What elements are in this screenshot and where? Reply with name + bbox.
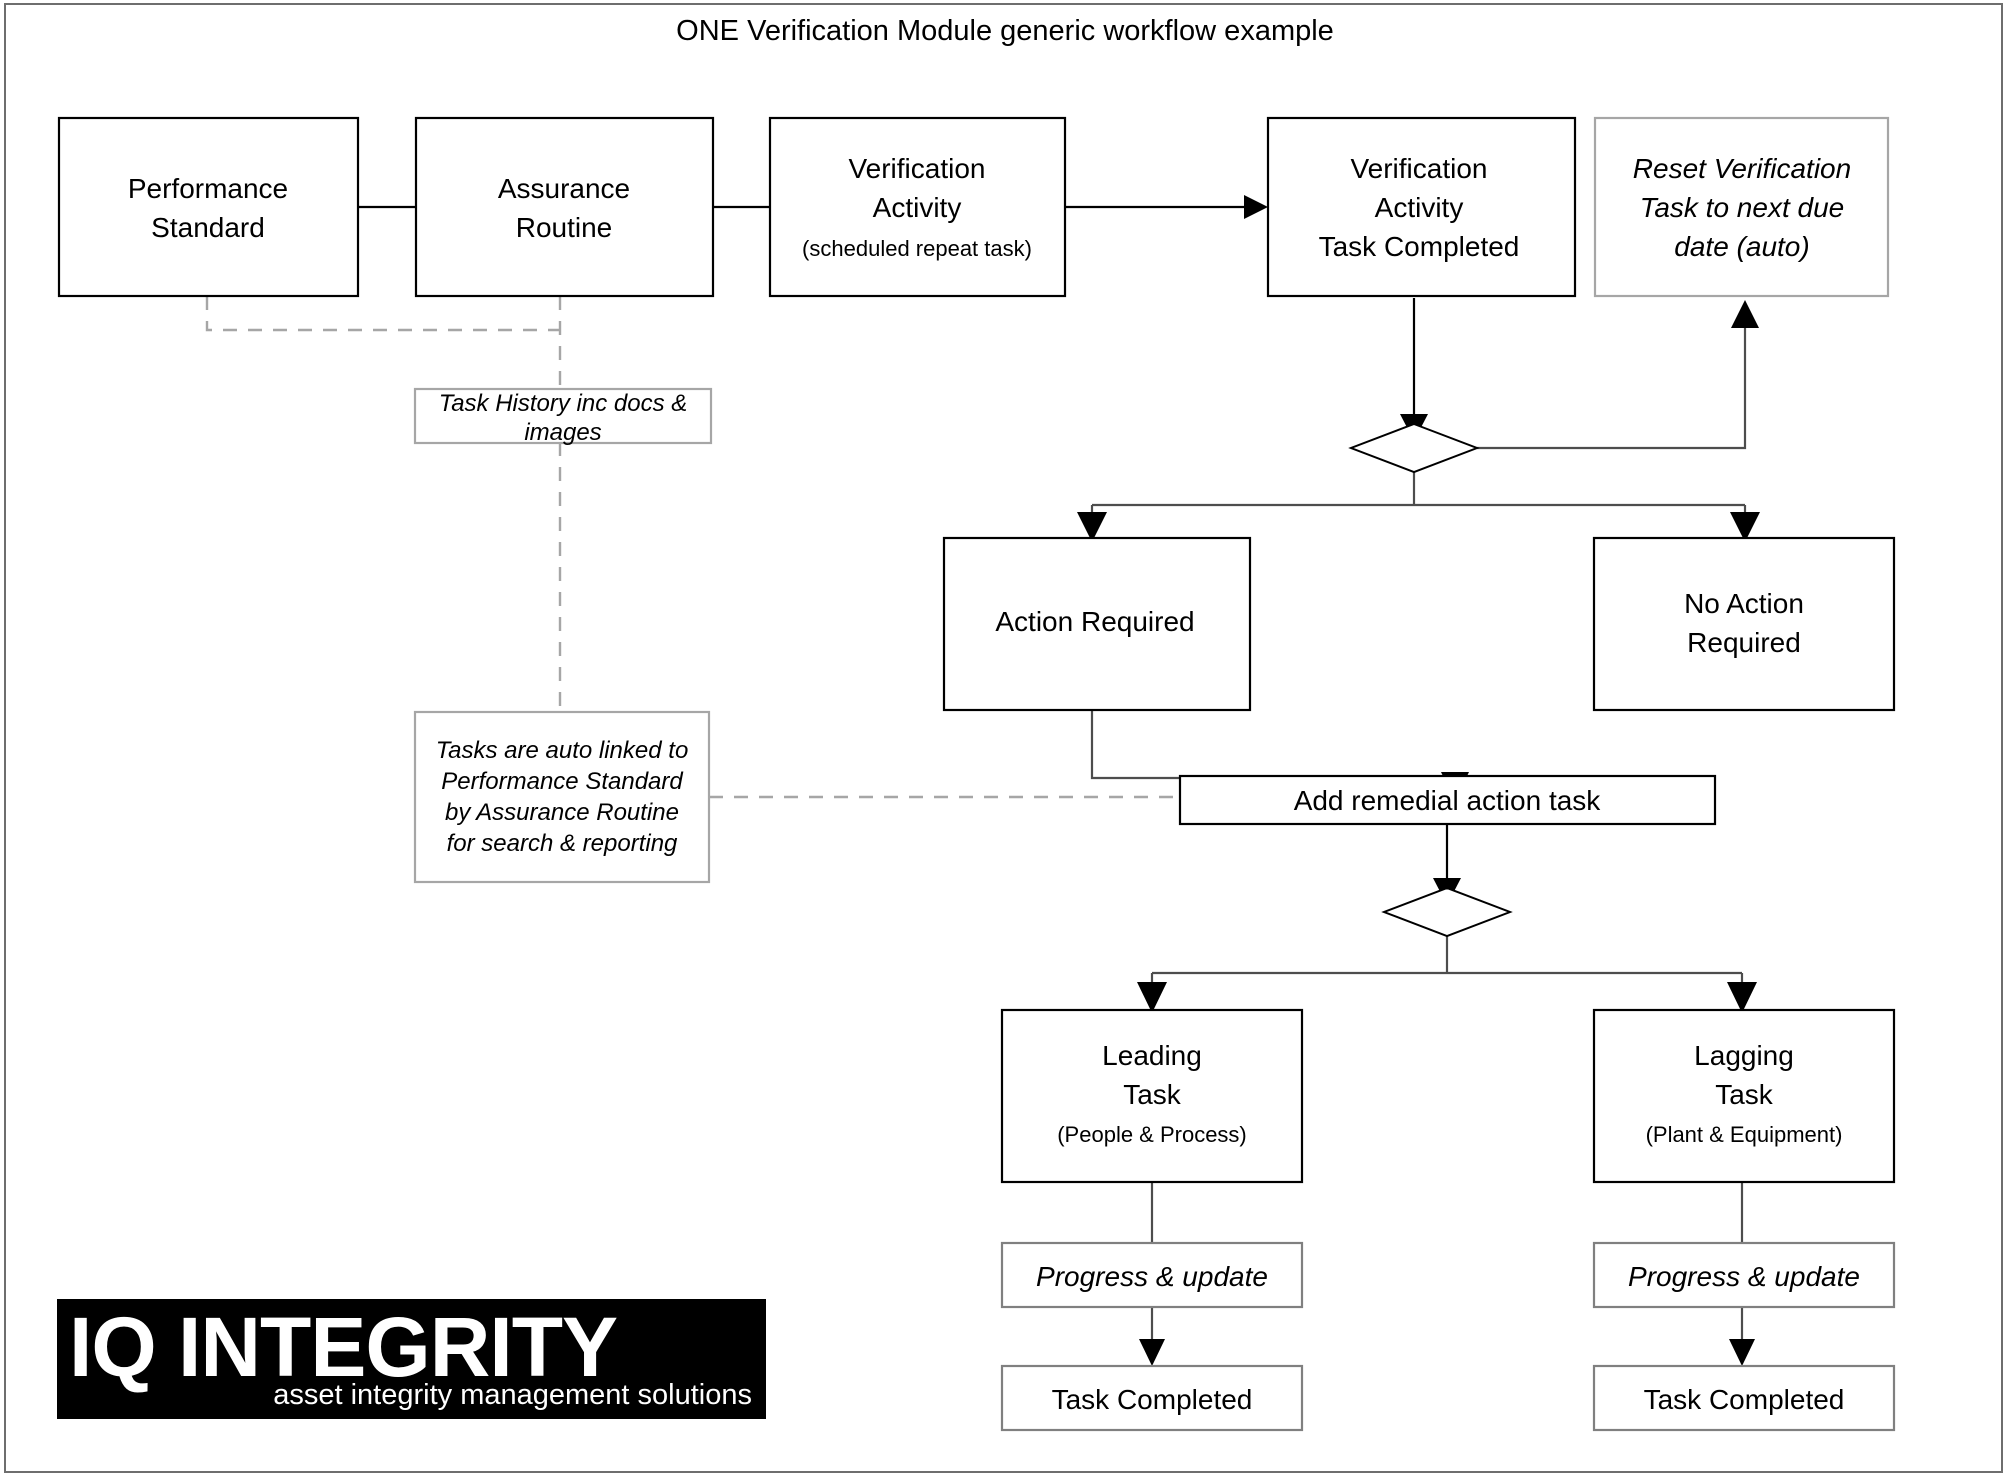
leading-task-line1: Leading	[1102, 1040, 1202, 1071]
task-history-line1: Task History inc docs &	[439, 390, 688, 417]
arrowhead-decision1-to-reset	[1731, 300, 1759, 328]
leading-completed-line1: Task Completed	[1052, 1384, 1253, 1415]
node-action-required[interactable]: Action Required	[942, 536, 1252, 712]
verification-task-completed-line2: Activity	[1375, 192, 1464, 223]
node-leading-progress[interactable]: Progress & update	[1000, 1241, 1304, 1309]
node-lagging-completed[interactable]: Task Completed	[1592, 1364, 1896, 1432]
decision-diamond-1[interactable]	[1348, 422, 1480, 474]
reset-verification-line3: date (auto)	[1674, 231, 1809, 262]
verification-activity-line1: Verification	[849, 153, 986, 184]
decision-diamond-2[interactable]	[1381, 886, 1513, 938]
node-verification-activity[interactable]: Verification Activity (scheduled repeat …	[768, 116, 1067, 298]
arrowhead-to-action-required	[1077, 512, 1107, 542]
arrowhead-va-to-vatc	[1244, 195, 1268, 219]
arrowhead-to-leading-task	[1137, 982, 1167, 1013]
auto-linked-line2: Performance Standard	[441, 768, 683, 795]
lagging-progress-line1: Progress & update	[1628, 1261, 1860, 1292]
node-assurance-routine[interactable]: Assurance Routine	[414, 116, 715, 298]
reset-verification-line2: Task to next due	[1640, 192, 1844, 223]
lagging-task-line3: (Plant & Equipment)	[1646, 1122, 1843, 1147]
logo-wordmark: IQ INTEGRITY	[69, 1300, 618, 1394]
lagging-task-line2: Task	[1715, 1079, 1774, 1110]
auto-linked-line1: Tasks are auto linked to	[436, 737, 689, 764]
leading-task-line3: (People & Process)	[1057, 1122, 1247, 1147]
no-action-required-line2: Required	[1687, 627, 1801, 658]
page-border	[4, 3, 2003, 1473]
node-no-action-required[interactable]: No Action Required	[1592, 536, 1896, 712]
node-lagging-progress[interactable]: Progress & update	[1592, 1241, 1896, 1309]
arrowhead-leading-progress-to-completed	[1139, 1339, 1165, 1366]
assurance-routine-line2: Routine	[516, 212, 613, 243]
node-lagging-task[interactable]: Lagging Task (Plant & Equipment)	[1592, 1008, 1896, 1184]
leading-task-line2: Task	[1123, 1079, 1182, 1110]
verification-task-completed-line3: Task Completed	[1319, 231, 1520, 262]
lagging-task-line1: Lagging	[1694, 1040, 1794, 1071]
note-auto-linked: Tasks are auto linked to Performance Sta…	[413, 710, 711, 884]
no-action-required-line1: No Action	[1684, 588, 1804, 619]
node-leading-completed[interactable]: Task Completed	[1000, 1364, 1304, 1432]
add-remedial-action-line1: Add remedial action task	[1294, 785, 1602, 816]
node-leading-task[interactable]: Leading Task (People & Process)	[1000, 1008, 1304, 1184]
auto-linked-line4: for search & reporting	[447, 830, 678, 857]
auto-linked-line3: by Assurance Routine	[445, 799, 679, 826]
performance-standard-line2: Standard	[151, 212, 265, 243]
reset-verification-line1: Reset Verification	[1633, 153, 1851, 184]
node-performance-standard[interactable]: Performance Standard	[57, 116, 360, 298]
verification-task-completed-line1: Verification	[1351, 153, 1488, 184]
arrowhead-to-lagging-task	[1727, 982, 1757, 1013]
action-required-line1: Action Required	[995, 606, 1194, 637]
lagging-completed-line1: Task Completed	[1644, 1384, 1845, 1415]
note-task-history: Task History inc docs & images	[413, 387, 713, 446]
node-reset-verification[interactable]: Reset Verification Task to next due date…	[1593, 116, 1890, 298]
connector-dashed-ps-to-ar	[205, 296, 560, 332]
leading-progress-line1: Progress & update	[1036, 1261, 1268, 1292]
node-verification-task-completed[interactable]: Verification Activity Task Completed	[1266, 116, 1577, 298]
performance-standard-line1: Performance	[128, 173, 288, 204]
node-add-remedial-action[interactable]: Add remedial action task	[1178, 774, 1717, 826]
logo-tagline: asset integrity management solutions	[273, 1379, 752, 1411]
verification-activity-line2: Activity	[873, 192, 962, 223]
connector-decision1-to-reset	[1477, 320, 1747, 450]
page-title: ONE Verification Module generic workflow…	[676, 15, 1334, 47]
connector-action-to-remedial	[1090, 710, 1455, 780]
verification-activity-line3: (scheduled repeat task)	[802, 236, 1032, 261]
assurance-routine-line1: Assurance	[498, 173, 630, 204]
arrowhead-lagging-progress-to-completed	[1729, 1339, 1755, 1366]
task-history-line2: images	[524, 419, 601, 446]
arrowhead-to-no-action-required	[1730, 512, 1760, 542]
company-logo: IQ INTEGRITY asset integrity management …	[57, 1299, 766, 1419]
